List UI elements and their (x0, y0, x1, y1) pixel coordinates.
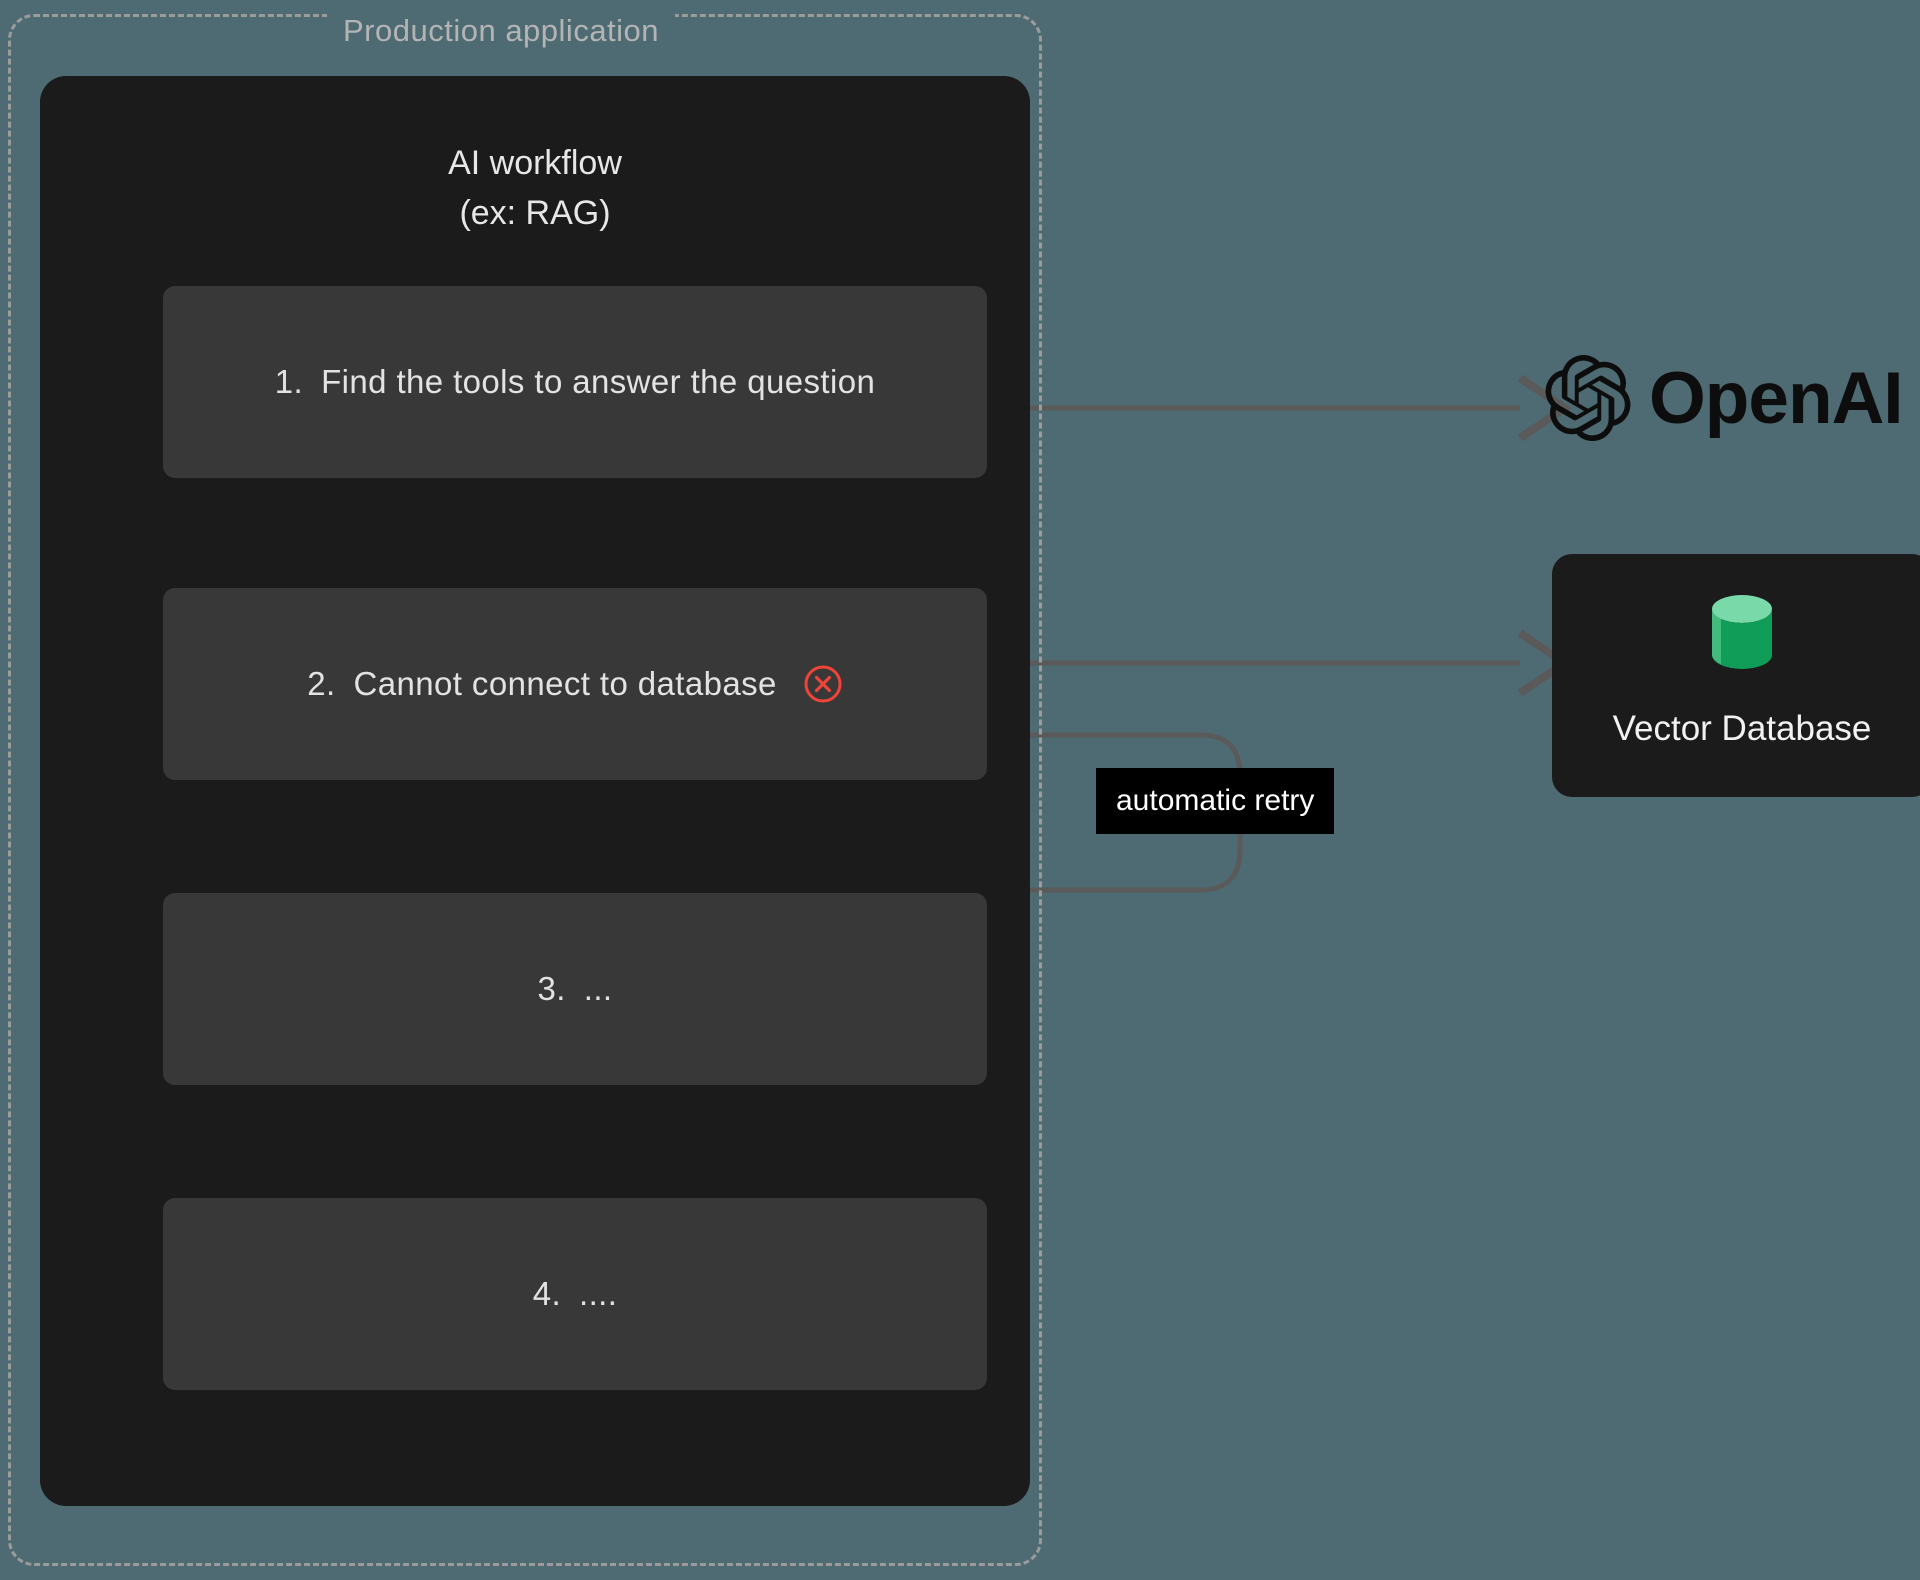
workflow-step-2[interactable]: 2. Cannot connect to database (163, 588, 987, 780)
vector-database-label: Vector Database (1612, 709, 1872, 748)
openai-wordmark: OpenAI (1649, 357, 1904, 439)
circle-x-icon (803, 664, 843, 704)
openai-logo-icon (1545, 355, 1631, 442)
vector-database-node[interactable]: Vector Database (1552, 554, 1920, 797)
workflow-step-2-label: 2. Cannot connect to database (307, 664, 843, 704)
workflow-step-1-text: Find the tools to answer the question (321, 363, 876, 400)
production-application-title: Production application (327, 11, 676, 51)
workflow-step-1-number: 1. (274, 363, 304, 400)
workflow-step-3-label: 3.... (537, 970, 612, 1008)
production-application-container: Production application (8, 11, 1042, 1566)
database-cylinder-icon (1552, 592, 1920, 679)
workflow-step-1-label: 1. Find the tools to answer the question (275, 363, 875, 401)
workflow-step-2-text: Cannot connect to database (353, 665, 777, 702)
workflow-step-4-text: .... (579, 1275, 618, 1312)
ai-workflow-panel: AI workflow (ex: RAG) 1. Find the tools t… (40, 76, 1030, 1506)
workflow-step-2-number: 2. (307, 665, 336, 702)
workflow-step-4[interactable]: 4..... (163, 1198, 987, 1390)
automatic-retry-label: automatic retry (1096, 768, 1335, 834)
workflow-step-3[interactable]: 3.... (163, 893, 987, 1085)
workflow-step-3-text: ... (583, 970, 613, 1007)
openai-node[interactable]: OpenAI (1545, 355, 1904, 442)
workflow-step-1[interactable]: 1. Find the tools to answer the question (163, 286, 987, 478)
ai-workflow-title: AI workflow (ex: RAG) (448, 144, 622, 232)
workflow-step-4-label: 4..... (533, 1275, 618, 1313)
workflow-step-3-number: 3. (537, 970, 566, 1007)
workflow-step-4-number: 4. (532, 1275, 562, 1312)
